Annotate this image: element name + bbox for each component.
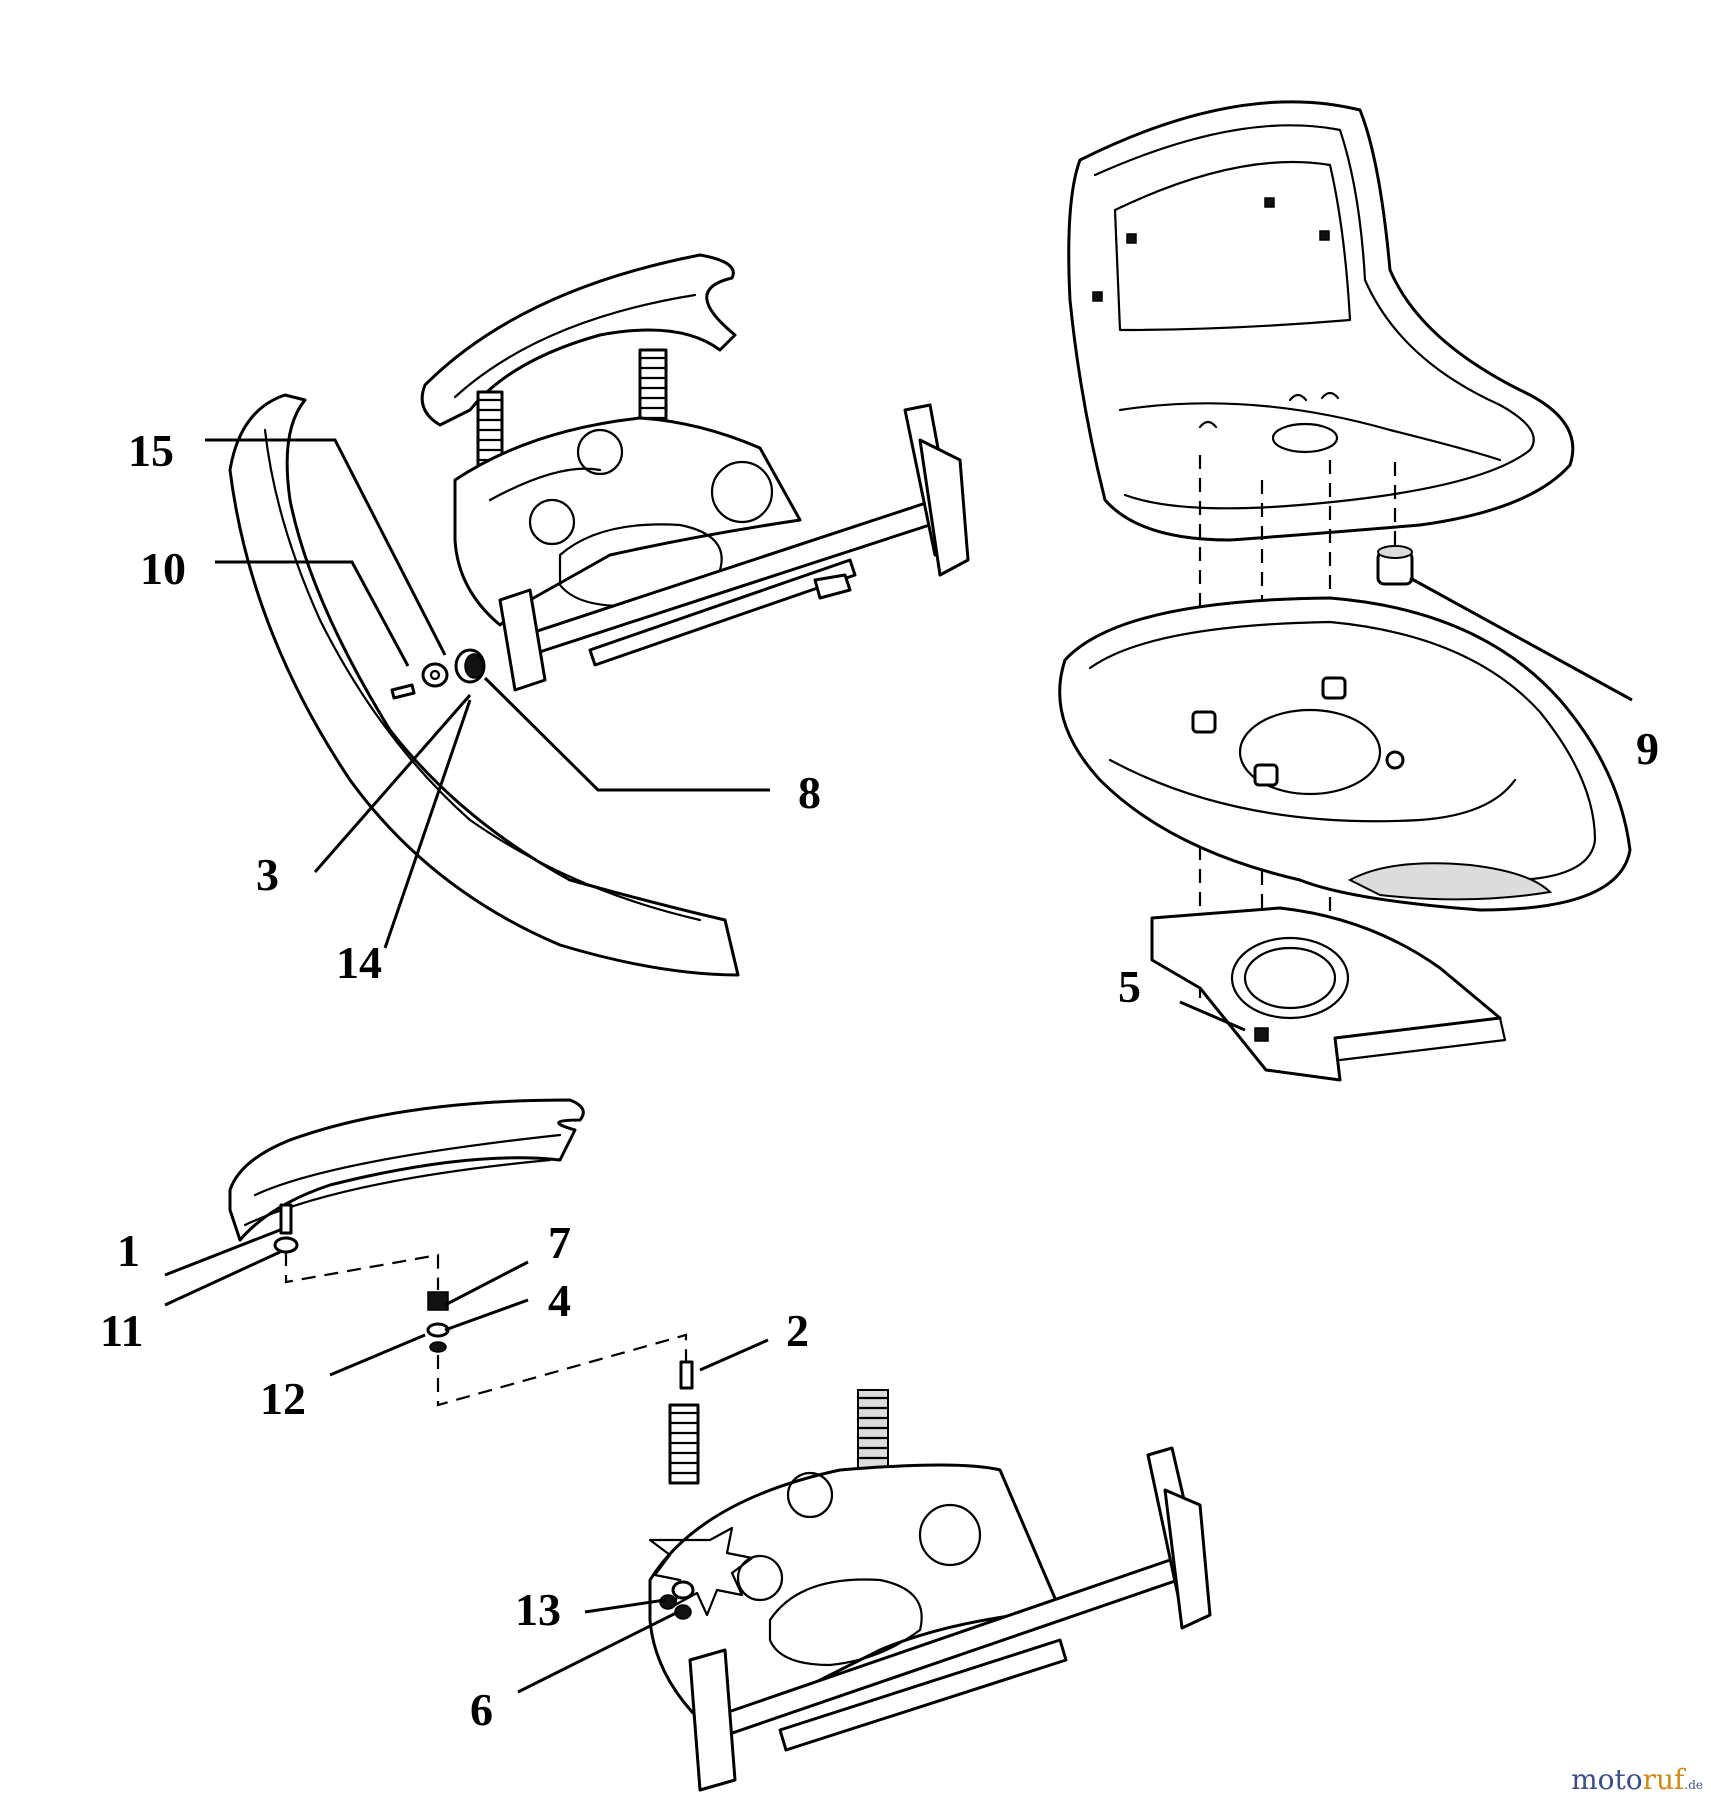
seat-spacer bbox=[1376, 545, 1414, 586]
alignment-line bbox=[436, 1333, 688, 1407]
lower-spring bbox=[668, 1403, 700, 1485]
alignment-line bbox=[284, 1252, 440, 1290]
upper-spring bbox=[638, 348, 668, 430]
callout-7: 7 bbox=[548, 1217, 571, 1268]
lower-spring bbox=[856, 1389, 890, 1469]
hardware-washer bbox=[421, 662, 449, 688]
seat-bracket bbox=[1150, 906, 1507, 1082]
callout-12: 12 bbox=[260, 1373, 306, 1424]
callout-1: 1 bbox=[117, 1225, 140, 1276]
seat-bolt-hole bbox=[1092, 291, 1103, 302]
lower-washer bbox=[273, 1236, 299, 1254]
callout-14: 14 bbox=[336, 937, 382, 988]
callout-3: 3 bbox=[256, 849, 279, 900]
lower-hardware bbox=[659, 1580, 695, 1620]
lower-deck-plate bbox=[648, 1463, 1062, 1732]
watermark-logo: motoruf.de bbox=[1571, 1763, 1703, 1796]
hardware-bumper bbox=[454, 648, 486, 684]
callout-5: 5 bbox=[1118, 961, 1141, 1012]
upper-axle-rod bbox=[498, 403, 970, 692]
callout-4: 4 bbox=[548, 1275, 571, 1326]
upper-front-fender bbox=[228, 393, 740, 977]
seat-pan bbox=[1058, 596, 1632, 912]
watermark-part3: .de bbox=[1684, 1778, 1703, 1792]
lower-axle-rod bbox=[688, 1446, 1212, 1792]
callout-2: 2 bbox=[786, 1305, 809, 1356]
seat-bolt-hole bbox=[1264, 197, 1275, 208]
pan-mount-stud bbox=[1191, 676, 1405, 787]
leader-lines bbox=[164, 438, 1633, 1694]
callout-13: 13 bbox=[515, 1584, 561, 1635]
watermark-part1: moto bbox=[1571, 1763, 1643, 1796]
lower-pin bbox=[679, 1360, 694, 1390]
lower-nut bbox=[427, 1291, 449, 1311]
callout-labels: 15 10 3 14 8 9 5 1 11 7 4 12 2 13 6 bbox=[100, 425, 1659, 1735]
seat-bolt-hole bbox=[1319, 230, 1330, 241]
upper-deck-plate bbox=[453, 416, 802, 627]
callout-11: 11 bbox=[100, 1305, 143, 1356]
callout-10: 10 bbox=[140, 543, 186, 594]
upper-fender-top bbox=[420, 253, 737, 427]
callout-9: 9 bbox=[1636, 723, 1659, 774]
lower-bolt bbox=[279, 1203, 293, 1235]
seat bbox=[1067, 100, 1575, 542]
watermark-part2: ruf bbox=[1642, 1763, 1685, 1796]
hardware-bolt bbox=[390, 683, 416, 700]
callout-15: 15 bbox=[128, 425, 174, 476]
lower-washer-small bbox=[426, 1322, 450, 1353]
callout-6: 6 bbox=[470, 1684, 493, 1735]
lower-fender bbox=[228, 1098, 585, 1242]
callout-8: 8 bbox=[798, 767, 821, 818]
seat-bolt-hole bbox=[1126, 233, 1137, 244]
bracket-nut bbox=[1254, 1027, 1269, 1042]
